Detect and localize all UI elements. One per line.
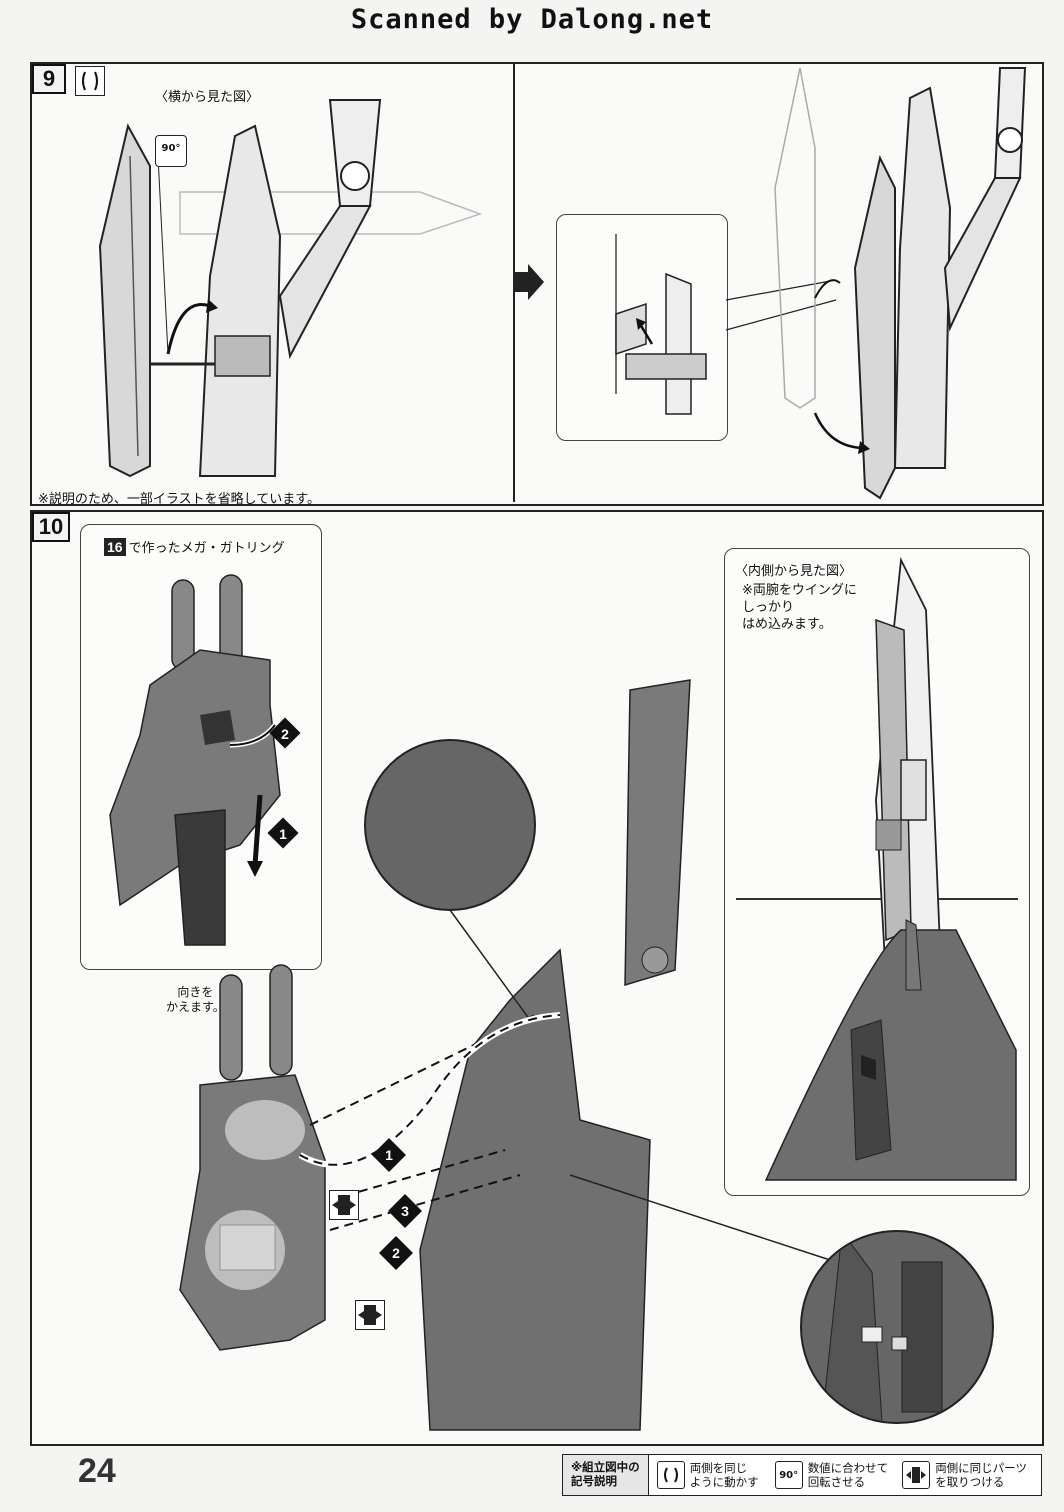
svg-text:2: 2 (281, 726, 289, 742)
step9-detail-illustration (615, 234, 707, 415)
both-sides-icon (656, 1461, 685, 1489)
connector-detail-circle (800, 1230, 994, 1424)
attach-both-sides-icon (329, 1190, 359, 1220)
step9-footnote: ※説明のため、一部イラストを省略しています。 (38, 492, 320, 507)
order-badge-2-label: 2 (392, 1245, 400, 1261)
step9-both-sides-icon (75, 66, 105, 96)
inner-note: ※両腕をウイングに しっかり はめ込みます。 (742, 583, 857, 632)
step9-assembled-illustration (774, 67, 1027, 500)
step9-number: 9 (32, 64, 66, 94)
step9-side-view-illustration (98, 99, 483, 478)
side-view-label: 〈横から見た図〉 (155, 90, 260, 105)
step10-number: 10 (32, 512, 70, 542)
legend-item-both-sides: 両側を同じ ように動かす (649, 1461, 767, 1489)
turn-note: 向きを かえます。 (166, 985, 225, 1014)
attach-both-sides-icon (902, 1461, 931, 1489)
main-assembly-illustration (179, 679, 831, 1431)
legend-bar: ※組立図中の 記号説明 両側を同じ ように動かす 90° 数値に合わせて 回転さ… (562, 1454, 1042, 1496)
legend-item-attach: 両側に同じパーツ を取りつける (896, 1461, 1033, 1489)
ref-step-badge: 16 で作ったメガ・ガトリング (104, 537, 285, 556)
legend-text-attach: 両側に同じパーツ を取りつける (935, 1461, 1027, 1489)
scan-credit: Scanned by Dalong.net (350, 4, 714, 35)
ref-step-label: で作ったメガ・ガトリング (128, 541, 285, 556)
svg-text:1: 1 (279, 826, 287, 842)
page-number: 24 (78, 1452, 116, 1490)
attach-both-sides-icon (355, 1300, 385, 1330)
legend-title: ※組立図中の 記号説明 (563, 1455, 649, 1495)
rotation-badge: 90° (155, 135, 187, 167)
ref-step-number: 16 (104, 537, 126, 556)
legend-text-rotate: 数値に合わせて 回転させる (807, 1461, 889, 1489)
inner-view-label: 〈内側から見た図〉 (735, 564, 853, 579)
order-badge-1-label: 1 (385, 1147, 393, 1163)
next-arrow-icon (514, 264, 544, 300)
order-badge-3-label: 3 (401, 1203, 409, 1219)
legend-text-both-sides: 両側を同じ ように動かす (689, 1461, 759, 1489)
inner-view-illustration (764, 556, 1017, 1181)
legend-item-rotate: 90° 数値に合わせて 回転させる (767, 1461, 897, 1489)
rotate-icon: 90° (774, 1461, 803, 1489)
inner-view-divider (736, 898, 1018, 900)
gatling-illustration: 1 2 (109, 574, 301, 946)
